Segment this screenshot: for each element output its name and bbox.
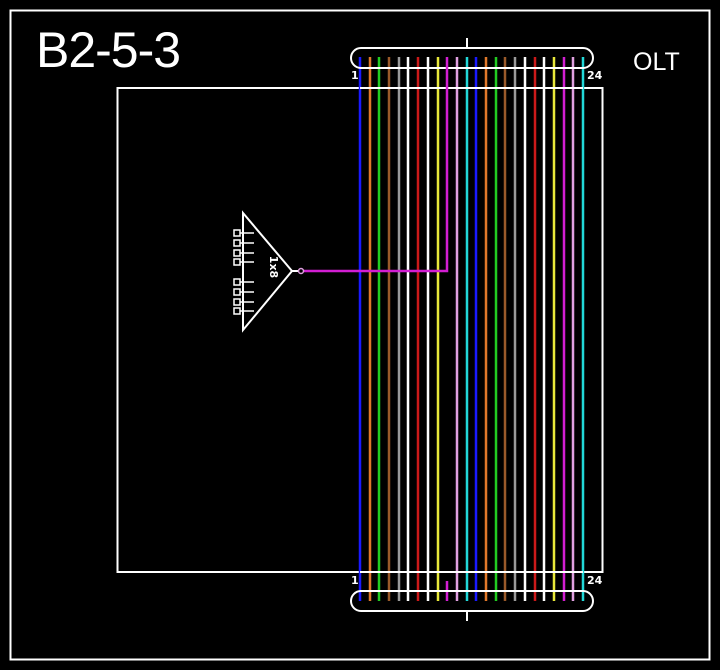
splitter-connection[interactable] [301,57,449,273]
splitter-1x8[interactable]: 1x8 [233,210,300,333]
device-label: OLT [633,48,680,76]
cable-top-start-label: 1 [351,69,359,82]
splitter-port-7[interactable] [233,298,241,306]
cable-bottom-start-label: 1 [351,574,359,587]
splitter-label: 1x8 [267,256,280,278]
splitter-output-ports [233,229,254,315]
outer-border [9,9,711,661]
cable-top-sheath[interactable] [350,47,594,69]
fiber-bundle [358,57,585,601]
splitter-port-1[interactable] [233,229,241,237]
splitter-input-node[interactable] [297,267,305,275]
splitter-port-8[interactable] [233,307,241,315]
splitter-port-4[interactable] [233,258,241,266]
splitter-port-6[interactable] [233,288,241,296]
splitter-port-3[interactable] [233,249,241,257]
cable-top-end-label: 24 [587,69,603,82]
cable-bottom-sheath[interactable] [350,590,594,612]
splitter-port-2[interactable] [233,239,241,247]
splitter-port-5[interactable] [233,278,241,286]
splitter-triangle [242,210,294,333]
cable-bottom-end-label: 24 [587,574,603,587]
page-title: B2-5-3 [36,22,181,78]
